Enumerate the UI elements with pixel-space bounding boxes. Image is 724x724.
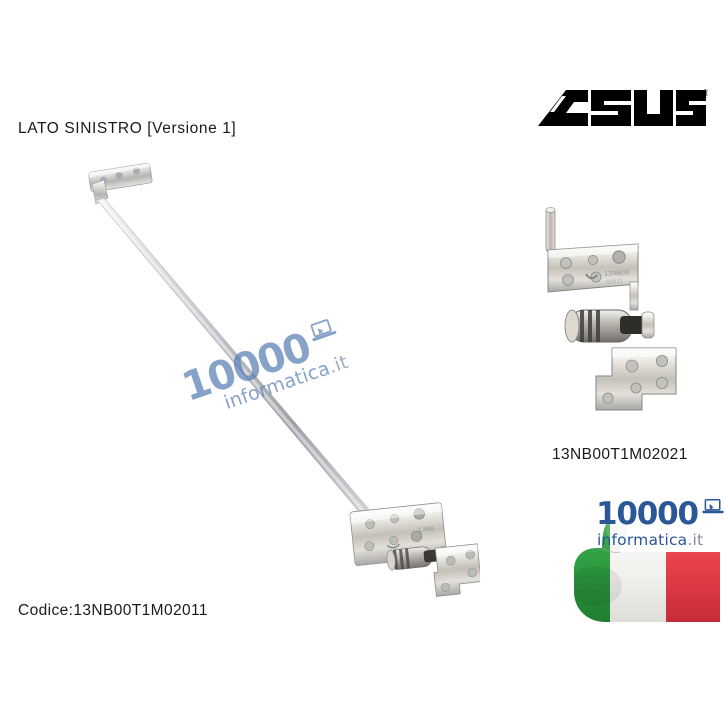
seller-logo-tld: .it: [687, 531, 704, 549]
seller-logo: 10000 informatica.it: [596, 498, 724, 554]
svg-text:02021: 02021: [606, 279, 624, 286]
svg-text:®: ®: [701, 89, 708, 99]
seller-logo-digits: 10000: [596, 495, 699, 532]
svg-text:13NB: 13NB: [418, 525, 435, 534]
hinge-detail-photo: 13NB00 02021: [534, 198, 694, 430]
secondary-product-code: 13NB00T1M02021: [552, 446, 688, 463]
main-product-code: Codice:13NB00T1M02011: [18, 602, 208, 619]
italian-flag-thumbs-up-icon: [544, 498, 724, 626]
page-title: LATO SINISTRO [Versione 1]: [18, 120, 237, 137]
seller-logo-name: informatica: [597, 531, 688, 549]
seller-brand-block: 10000 informatica.it: [544, 492, 724, 626]
svg-text:13NB00: 13NB00: [604, 268, 630, 278]
laptop-icon: [702, 498, 724, 520]
asus-logo: ®: [536, 82, 708, 134]
seller-logo-subtitle: informatica.it: [597, 531, 724, 549]
hinge-left-photo: 13NB: [60, 160, 480, 600]
